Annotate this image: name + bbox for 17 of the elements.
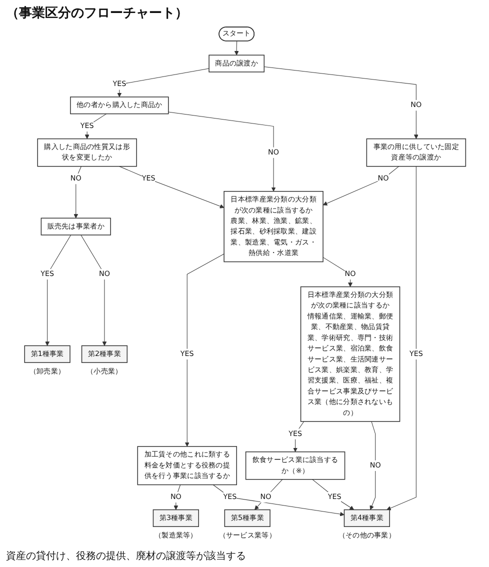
arrow: [119, 166, 224, 208]
chart-title: （事業区分のフローチャート）: [6, 5, 188, 22]
arrow: [234, 40, 239, 56]
arrow: [293, 421, 304, 452]
arrow: [80, 234, 107, 346]
arrow: [322, 257, 353, 287]
arrow: [168, 112, 276, 192]
note-text: 資産の貸付け、役務の提供、廃材の譲渡等が該当する: [6, 550, 246, 563]
arrow: [45, 234, 72, 346]
arrow: [264, 66, 418, 139]
arrow: [184, 254, 224, 447]
arrow: [386, 166, 416, 510]
arrow: [117, 68, 210, 98]
arrow: [212, 484, 344, 516]
arrow: [74, 166, 82, 218]
arrow: [322, 166, 400, 206]
arrow: [370, 421, 376, 510]
